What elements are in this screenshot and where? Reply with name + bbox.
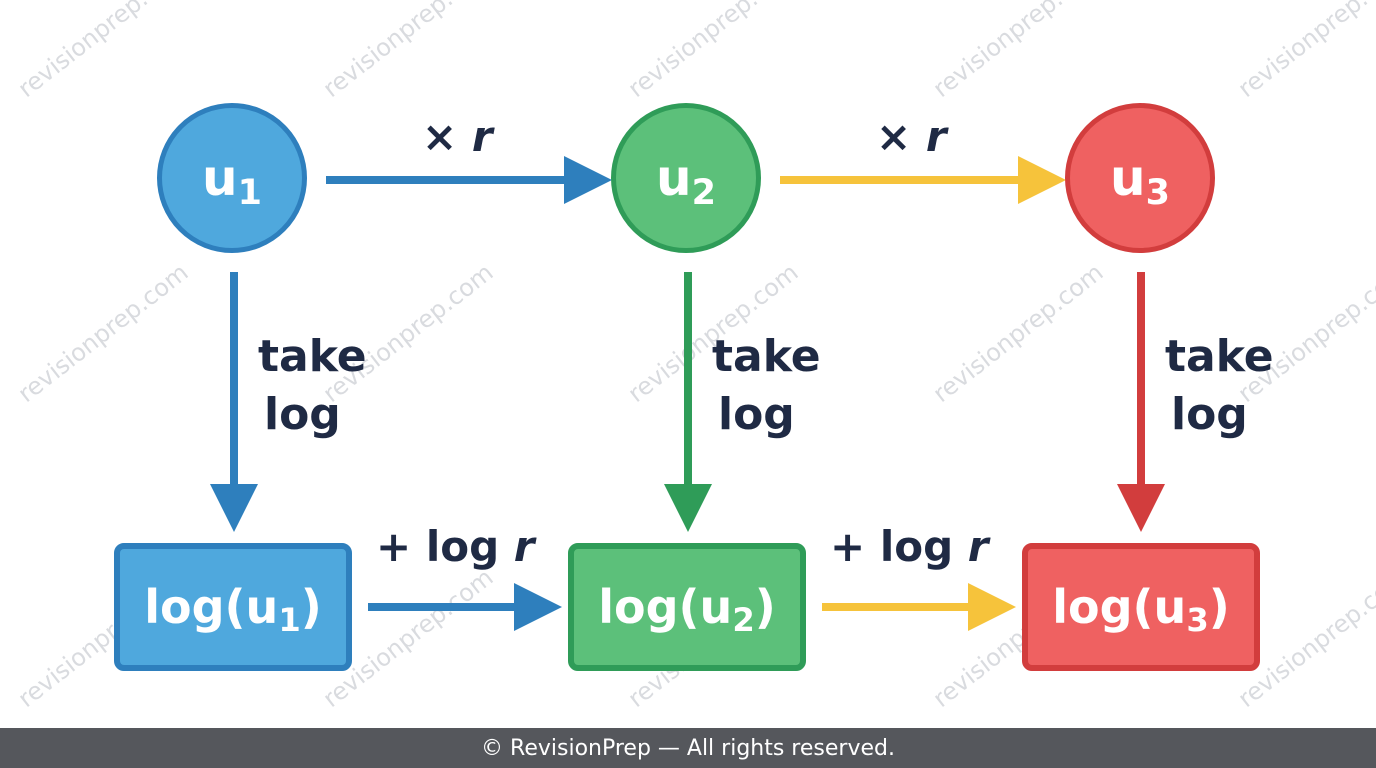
node-u1: u1 (157, 103, 307, 253)
footer-text: © RevisionPrep — All rights reserved. (481, 735, 895, 761)
footer: © RevisionPrep — All rights reserved. (0, 728, 1376, 768)
box-log-u1: log(u1) (114, 543, 352, 671)
node-u2: u2 (611, 103, 761, 253)
node-u2-label: u2 (656, 149, 716, 213)
box-log-u1-label: log(u1) (144, 580, 322, 640)
box-log-u3-label: log(u3) (1052, 580, 1230, 640)
edge-label-multiply-2: × r (876, 112, 947, 161)
edge-label-add-log-1: + log r (376, 522, 535, 571)
box-log-u2-label: log(u2) (598, 580, 776, 640)
node-u1-label: u1 (202, 149, 262, 213)
arrows-layer (210, 156, 1165, 631)
edge-label-add-log-2: + log r (830, 522, 989, 571)
node-u3-label: u3 (1110, 149, 1170, 213)
node-u3: u3 (1065, 103, 1215, 253)
box-log-u3: log(u3) (1022, 543, 1260, 671)
edge-label-multiply-1: × r (422, 112, 493, 161)
box-log-u2: log(u2) (568, 543, 806, 671)
